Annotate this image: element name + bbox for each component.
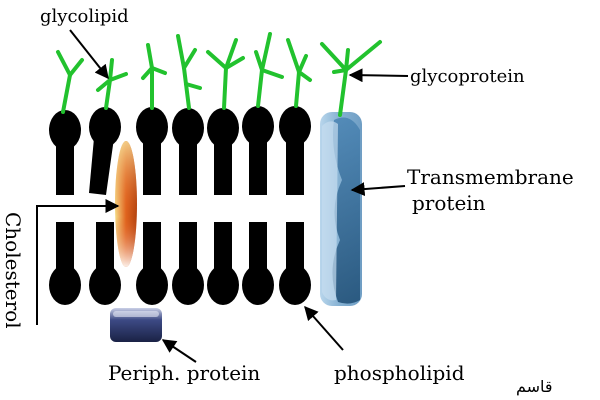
transmembrane-arrow [350,182,406,197]
transmembrane-label-line1: Transmembrane [407,165,574,189]
phospholipid-lower-6 [242,222,274,305]
phospholipid-arrow [304,305,344,351]
periph-protein-label: Periph. protein [108,361,260,385]
sugar-chain-3 [141,43,167,110]
phospholipid-upper-6 [242,106,274,195]
glycolipid-arrow [69,29,109,80]
phospholipid-upper-4 [172,108,204,195]
cholesterol-molecule [115,141,137,267]
phospholipid-lower-1 [49,222,81,305]
periph-protein-arrow [161,339,197,363]
phospholipid-lower-7 [279,222,311,305]
sugar-chain-2 [96,58,128,110]
sugar-chain-5 [206,38,245,110]
glycoprotein-arrow [348,68,409,83]
glycolipid-label: glycolipid [40,6,129,27]
sugar-chain-1 [56,50,84,114]
phospholipid-upper-1 [49,110,81,195]
phospholipid-label: phospholipid [334,361,465,385]
cholesterol-label: Cholesterol [1,212,25,329]
leader-arrows [36,29,409,363]
sugar-chain-8 [320,40,382,117]
phospholipid-lower-3 [136,222,168,305]
carbohydrate-chains [56,32,382,117]
phospholipid-lower-2 [89,222,121,305]
sugar-chain-4 [176,34,202,110]
phospholipid-upper-2 [89,107,121,195]
cholesterol-arrow [36,199,120,325]
transmembrane-protein [320,112,362,306]
transmembrane-label-line2: protein [412,191,486,215]
phospholipid-lower-4 [172,222,204,305]
phospholipid-upper-7 [279,106,311,195]
lower-leaflet [49,222,311,305]
sugar-chain-7 [286,38,312,108]
upper-leaflet [49,106,311,195]
phospholipid-upper-3 [136,107,168,195]
glycoprotein-label: glycoprotein [410,66,525,87]
author-signature: قاسم [516,377,553,396]
peripheral-protein [110,308,162,342]
phospholipid-lower-5 [207,222,239,305]
sugar-chain-6 [254,32,284,108]
phospholipid-upper-5 [207,108,239,195]
